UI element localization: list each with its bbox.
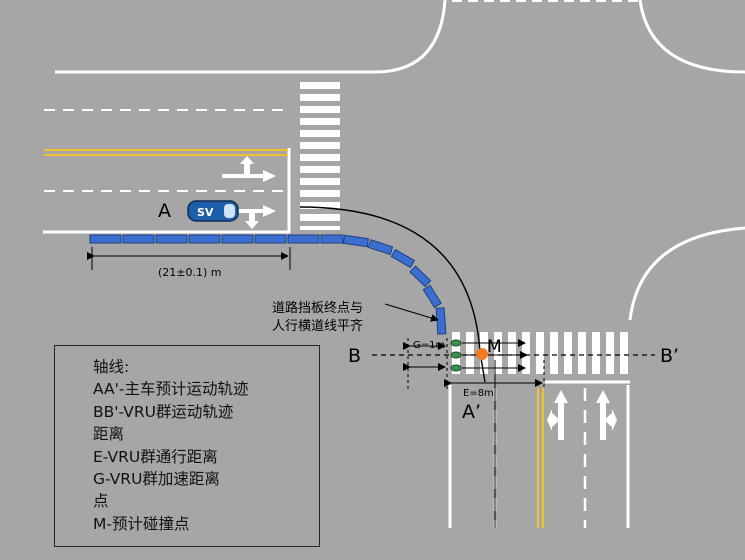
arrow-straight-left-icon xyxy=(222,156,276,182)
legend-line: 点 xyxy=(93,492,109,511)
curb-lines xyxy=(43,0,745,528)
point-m-label: M xyxy=(487,337,502,357)
annotation-line-1: 道路挡板终点与 xyxy=(272,300,363,316)
legend-box: 轴线: AA'-主车预计运动轨迹 BB'-VRU群运动轨迹 距离 E-VRU群通… xyxy=(54,345,320,547)
point-b-label: B xyxy=(348,345,361,367)
road-barrier xyxy=(89,234,447,335)
distance-markers xyxy=(87,247,545,528)
collision-point-m xyxy=(476,348,488,360)
legend-line: AA'-主车预计运动轨迹 xyxy=(93,380,249,399)
arrow-left-straight-icon xyxy=(547,390,568,440)
legend-line: E-VRU群通行距离 xyxy=(93,447,218,466)
point-a-prime-label: A’ xyxy=(462,401,481,423)
legend-line: BB'-VRU群运动轨迹 xyxy=(93,402,234,421)
legend-line: M-预计碰撞点 xyxy=(93,514,190,533)
g-distance-label: G=1m xyxy=(413,340,445,351)
barrier-length-label: (21±0.1) m xyxy=(158,266,222,279)
vru-group xyxy=(450,339,462,372)
e-distance-label: E=8m xyxy=(463,388,494,399)
legend-line: 距离 xyxy=(93,425,125,444)
arrow-right-straight-icon xyxy=(596,390,617,440)
diagram-labels: A A’ B B’ M (21±0.1) m G=1m E=8m 道路挡板终点与… xyxy=(158,200,679,423)
vehicle-label: SV xyxy=(197,206,214,219)
crosswalk-west xyxy=(300,82,340,230)
point-b-prime-label: B’ xyxy=(660,345,679,367)
point-a-label: A xyxy=(158,200,171,222)
legend-line: G-VRU群加速距离 xyxy=(93,470,220,489)
arrow-straight-right-icon xyxy=(232,205,276,229)
annotation-line-2: 人行横道线平齐 xyxy=(272,318,363,334)
legend-title: 轴线: xyxy=(93,358,130,376)
subject-vehicle: SV xyxy=(187,200,239,222)
trajectory-aa-prime xyxy=(299,206,486,383)
yellow-center-lines xyxy=(44,149,544,528)
annotation-pointer xyxy=(384,303,439,322)
